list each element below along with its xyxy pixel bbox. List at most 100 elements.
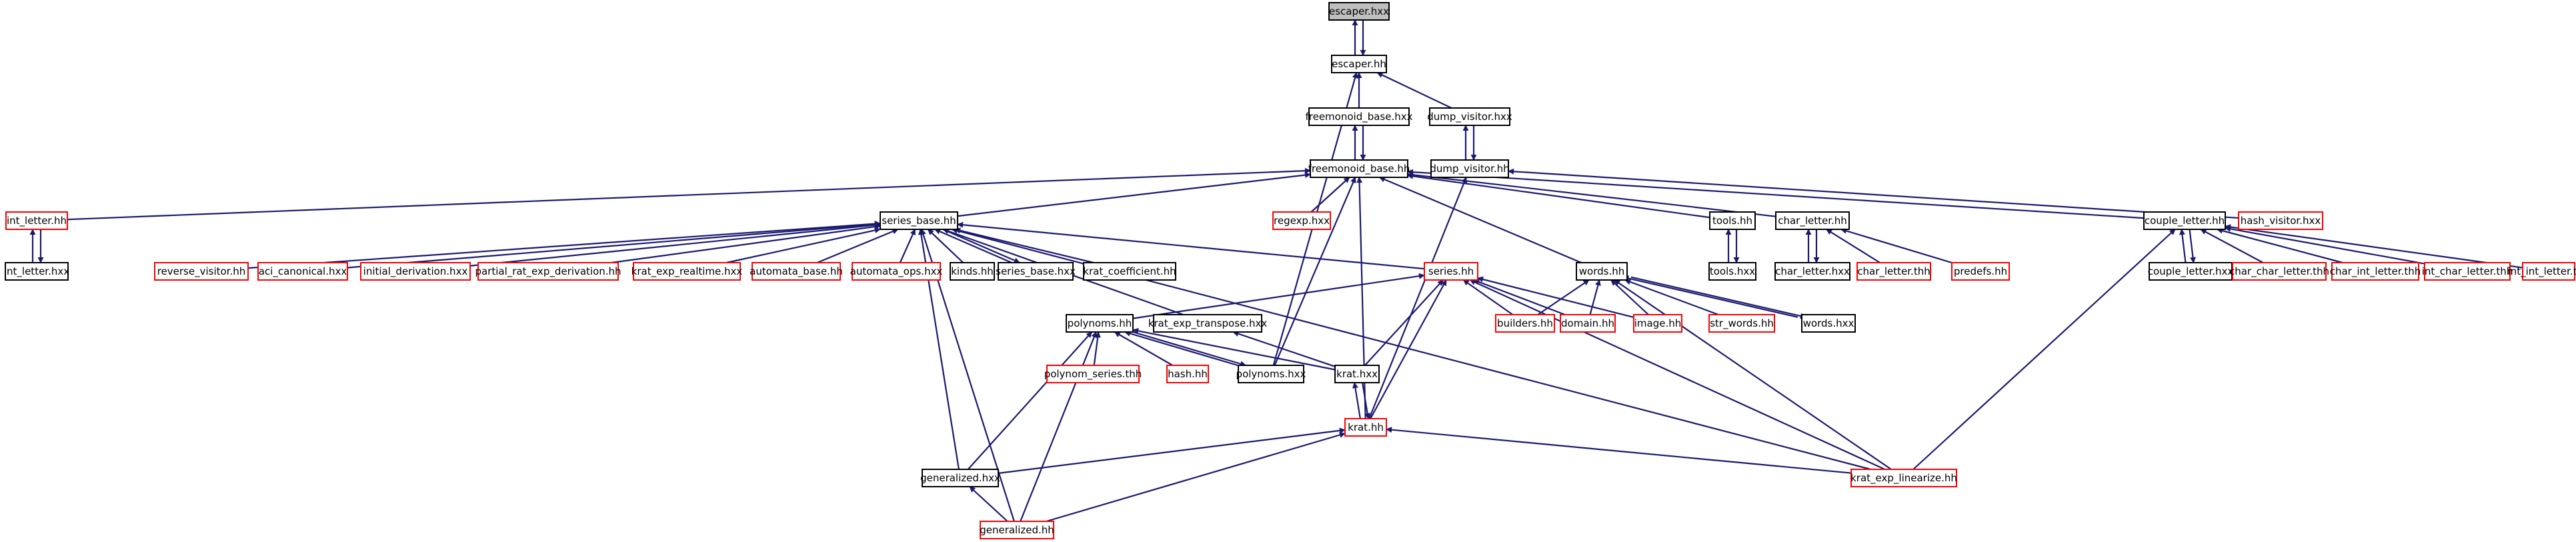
- edge-words-hh-to-words-hxx: [1622, 275, 1798, 318]
- node-box: [1856, 262, 1931, 281]
- node-escaper-hh[interactable]: escaper.hh: [1331, 55, 1387, 73]
- node-label: polynom_series.thh: [1044, 368, 1142, 381]
- node-couple-letter-hxx[interactable]: couple_letter.hxx: [2148, 262, 2234, 281]
- node-freemonoid-base-hxx[interactable]: freemonoid_base.hxx: [1305, 107, 1413, 126]
- node-box: [2331, 262, 2419, 281]
- node-reverse-visitor-hh[interactable]: reverse_visitor.hh: [154, 262, 249, 281]
- node-builders-hh[interactable]: builders.hh: [1495, 314, 1555, 333]
- node-generalized-hh[interactable]: generalized.hh: [980, 521, 1054, 539]
- node-predefs-hh[interactable]: predefs.hh: [1951, 262, 2010, 281]
- edge-freemonoid-base-hh-to-polynoms-hxx: [1274, 177, 1356, 366]
- node-automata-ops-hxx[interactable]: automata_ops.hxx: [850, 262, 943, 281]
- node-words-hh[interactable]: words.hh: [1576, 262, 1628, 281]
- node-krat-hh[interactable]: krat.hh: [1344, 418, 1387, 437]
- node-label: reverse_visitor.hh: [157, 265, 246, 278]
- node-box: [1424, 262, 1478, 281]
- node-label: words.hh: [1579, 265, 1624, 277]
- node-label: char_letter.hh: [1778, 215, 1847, 227]
- node-char-letter-hh[interactable]: char_letter.hh: [1775, 211, 1850, 230]
- node-label: tools.hxx: [1710, 265, 1755, 277]
- edge-couple-letter-hh-to-char-char-letter-thh: [2200, 229, 2264, 263]
- node-domain-hh[interactable]: domain.hh: [1560, 314, 1616, 333]
- edge-freemonoid-base-hh-to-series-base-hh: [957, 172, 1311, 217]
- node-char-letter-hxx[interactable]: char_letter.hxx: [1774, 262, 1850, 281]
- node-box: [477, 262, 619, 281]
- node-aci-canonical-hxx[interactable]: aci_canonical.hxx: [257, 262, 348, 281]
- node-label: str_words.hh: [1710, 317, 1774, 330]
- node-box: [1153, 314, 1262, 333]
- node-char-letter-thh[interactable]: char_letter.thh: [1856, 262, 1931, 281]
- node-kinds-hh[interactable]: kinds.hh: [950, 262, 995, 281]
- edge-series-hh-to-image-hh: [1477, 276, 1634, 319]
- node-generalized-hxx[interactable]: generalized.hxx: [920, 469, 1000, 487]
- node-int-letter-hh[interactable]: int_letter.hh: [5, 211, 68, 230]
- node-automata-base-hh[interactable]: automata_base.hh: [750, 262, 843, 281]
- node-krat-exp-transpose-hxx[interactable]: krat_exp_transpose.hxx: [1148, 314, 1268, 333]
- node-initial-derivation-hxx[interactable]: initial_derivation.hxx: [360, 262, 471, 281]
- node-box: [1083, 262, 1176, 281]
- node-box: [1328, 2, 1390, 21]
- node-box: [1495, 314, 1555, 333]
- node-polynoms-hxx[interactable]: polynoms.hxx: [1236, 365, 1306, 383]
- node-box: [1951, 262, 2010, 281]
- node-box: [880, 211, 958, 230]
- node-label: predefs.hh: [1954, 265, 2007, 277]
- node-krat-exp-realtime-hxx[interactable]: krat_exp_realtime.hxx: [631, 262, 743, 281]
- node-regexp-hxx[interactable]: regexp.hxx: [1272, 211, 1331, 230]
- node-box: [1272, 211, 1331, 230]
- edge-krat-hh-to-generalized-hh: [1046, 432, 1346, 523]
- edge-series-base-hh-to-series-base-hxx: [934, 228, 1012, 264]
- node-label: char_int_letter.thh: [2330, 265, 2421, 278]
- node-box: [360, 262, 471, 281]
- node-label: kinds.hh: [951, 265, 993, 277]
- node-label: dump_visitor.hh: [1430, 163, 1509, 175]
- node-char-char-letter-thh[interactable]: char_char_letter.thh: [2229, 262, 2329, 281]
- node-tools-hh[interactable]: tools.hh: [1709, 211, 1756, 230]
- edge-freemonoid-base-hh-to-tools-hh: [1407, 173, 1710, 219]
- node-box: [2238, 211, 2323, 230]
- node-label: series.hh: [1428, 265, 1474, 277]
- node-str-words-hh[interactable]: str_words.hh: [1708, 314, 1775, 333]
- node-tools-hxx[interactable]: tools.hxx: [1708, 262, 1756, 281]
- edge-polynoms-hh-to-polynoms-hxx: [1124, 330, 1238, 367]
- node-words-hxx[interactable]: words.hxx: [1801, 314, 1856, 333]
- node-image-hh[interactable]: image.hh: [1633, 314, 1682, 333]
- node-label: generalized.hh: [980, 524, 1054, 536]
- node-label: couple_letter.hh: [2145, 215, 2225, 227]
- node-int-char-letter-thh[interactable]: int_char_letter.thh: [2422, 262, 2513, 281]
- node-int-letter-hxx[interactable]: int_letter.hxx: [4, 262, 69, 281]
- node-series-base-hxx[interactable]: series_base.hxx: [996, 262, 1076, 281]
- node-dump-visitor-hh[interactable]: dump_visitor.hh: [1430, 159, 1510, 178]
- node-partial-rat-exp-derivation-hh[interactable]: partial_rat_exp_derivation.hh: [475, 262, 621, 281]
- node-box: [633, 262, 741, 281]
- node-char-int-letter-thh[interactable]: char_int_letter.thh: [2330, 262, 2421, 281]
- edge-couple-letter-hh-to-char-int-letter-thh: [2217, 227, 2343, 264]
- edge-dump-visitor-hh-to-hash-visitor-hxx: [1508, 168, 2239, 219]
- node-couple-letter-hh[interactable]: couple_letter.hh: [2143, 211, 2226, 230]
- node-krat-exp-linearize-hh[interactable]: krat_exp_linearize.hh: [1850, 469, 1957, 487]
- node-box: [1775, 211, 1850, 230]
- node-freemonoid-base-hh[interactable]: freemonoid_base.hh: [1308, 159, 1410, 178]
- node-hash-hh[interactable]: hash.hh: [1166, 365, 1209, 383]
- node-int-int-letter-thh[interactable]: int_int_letter.thh: [2508, 262, 2576, 281]
- edge-series-hh-to-krat-hxx: [1364, 279, 1444, 366]
- node-dump-visitor-hxx[interactable]: dump_visitor.hxx: [1427, 107, 1512, 126]
- node-label: krat_exp_transpose.hxx: [1148, 317, 1268, 330]
- node-polynoms-hh[interactable]: polynoms.hh: [1066, 314, 1134, 333]
- node-box: [2143, 211, 2226, 230]
- node-label: couple_letter.hxx: [2148, 265, 2234, 278]
- node-series-base-hh[interactable]: series_base.hh: [880, 211, 958, 230]
- node-box: [1046, 365, 1140, 383]
- edge-couple-letter-hh-to-couple-letter-hxx: [2179, 229, 2187, 263]
- edge-krat-hh-to-krat-exp-linearize-hh: [1386, 427, 1852, 474]
- node-hash-visitor-hxx[interactable]: hash_visitor.hxx: [2238, 211, 2323, 230]
- node-box: [5, 211, 68, 230]
- node-series-hh[interactable]: series.hh: [1424, 262, 1478, 281]
- node-box: [980, 521, 1054, 539]
- node-label: polynoms.hxx: [1236, 368, 1306, 380]
- node-escaper-hxx: escaper.hxx: [1328, 2, 1390, 21]
- node-polynom-series-thh[interactable]: polynom_series.thh: [1044, 365, 1142, 383]
- node-krat-hxx[interactable]: krat.hxx: [1334, 365, 1380, 383]
- node-krat-coefficient-hh[interactable]: krat_coefficient.hh: [1083, 262, 1176, 281]
- node-label: words.hxx: [1803, 317, 1854, 329]
